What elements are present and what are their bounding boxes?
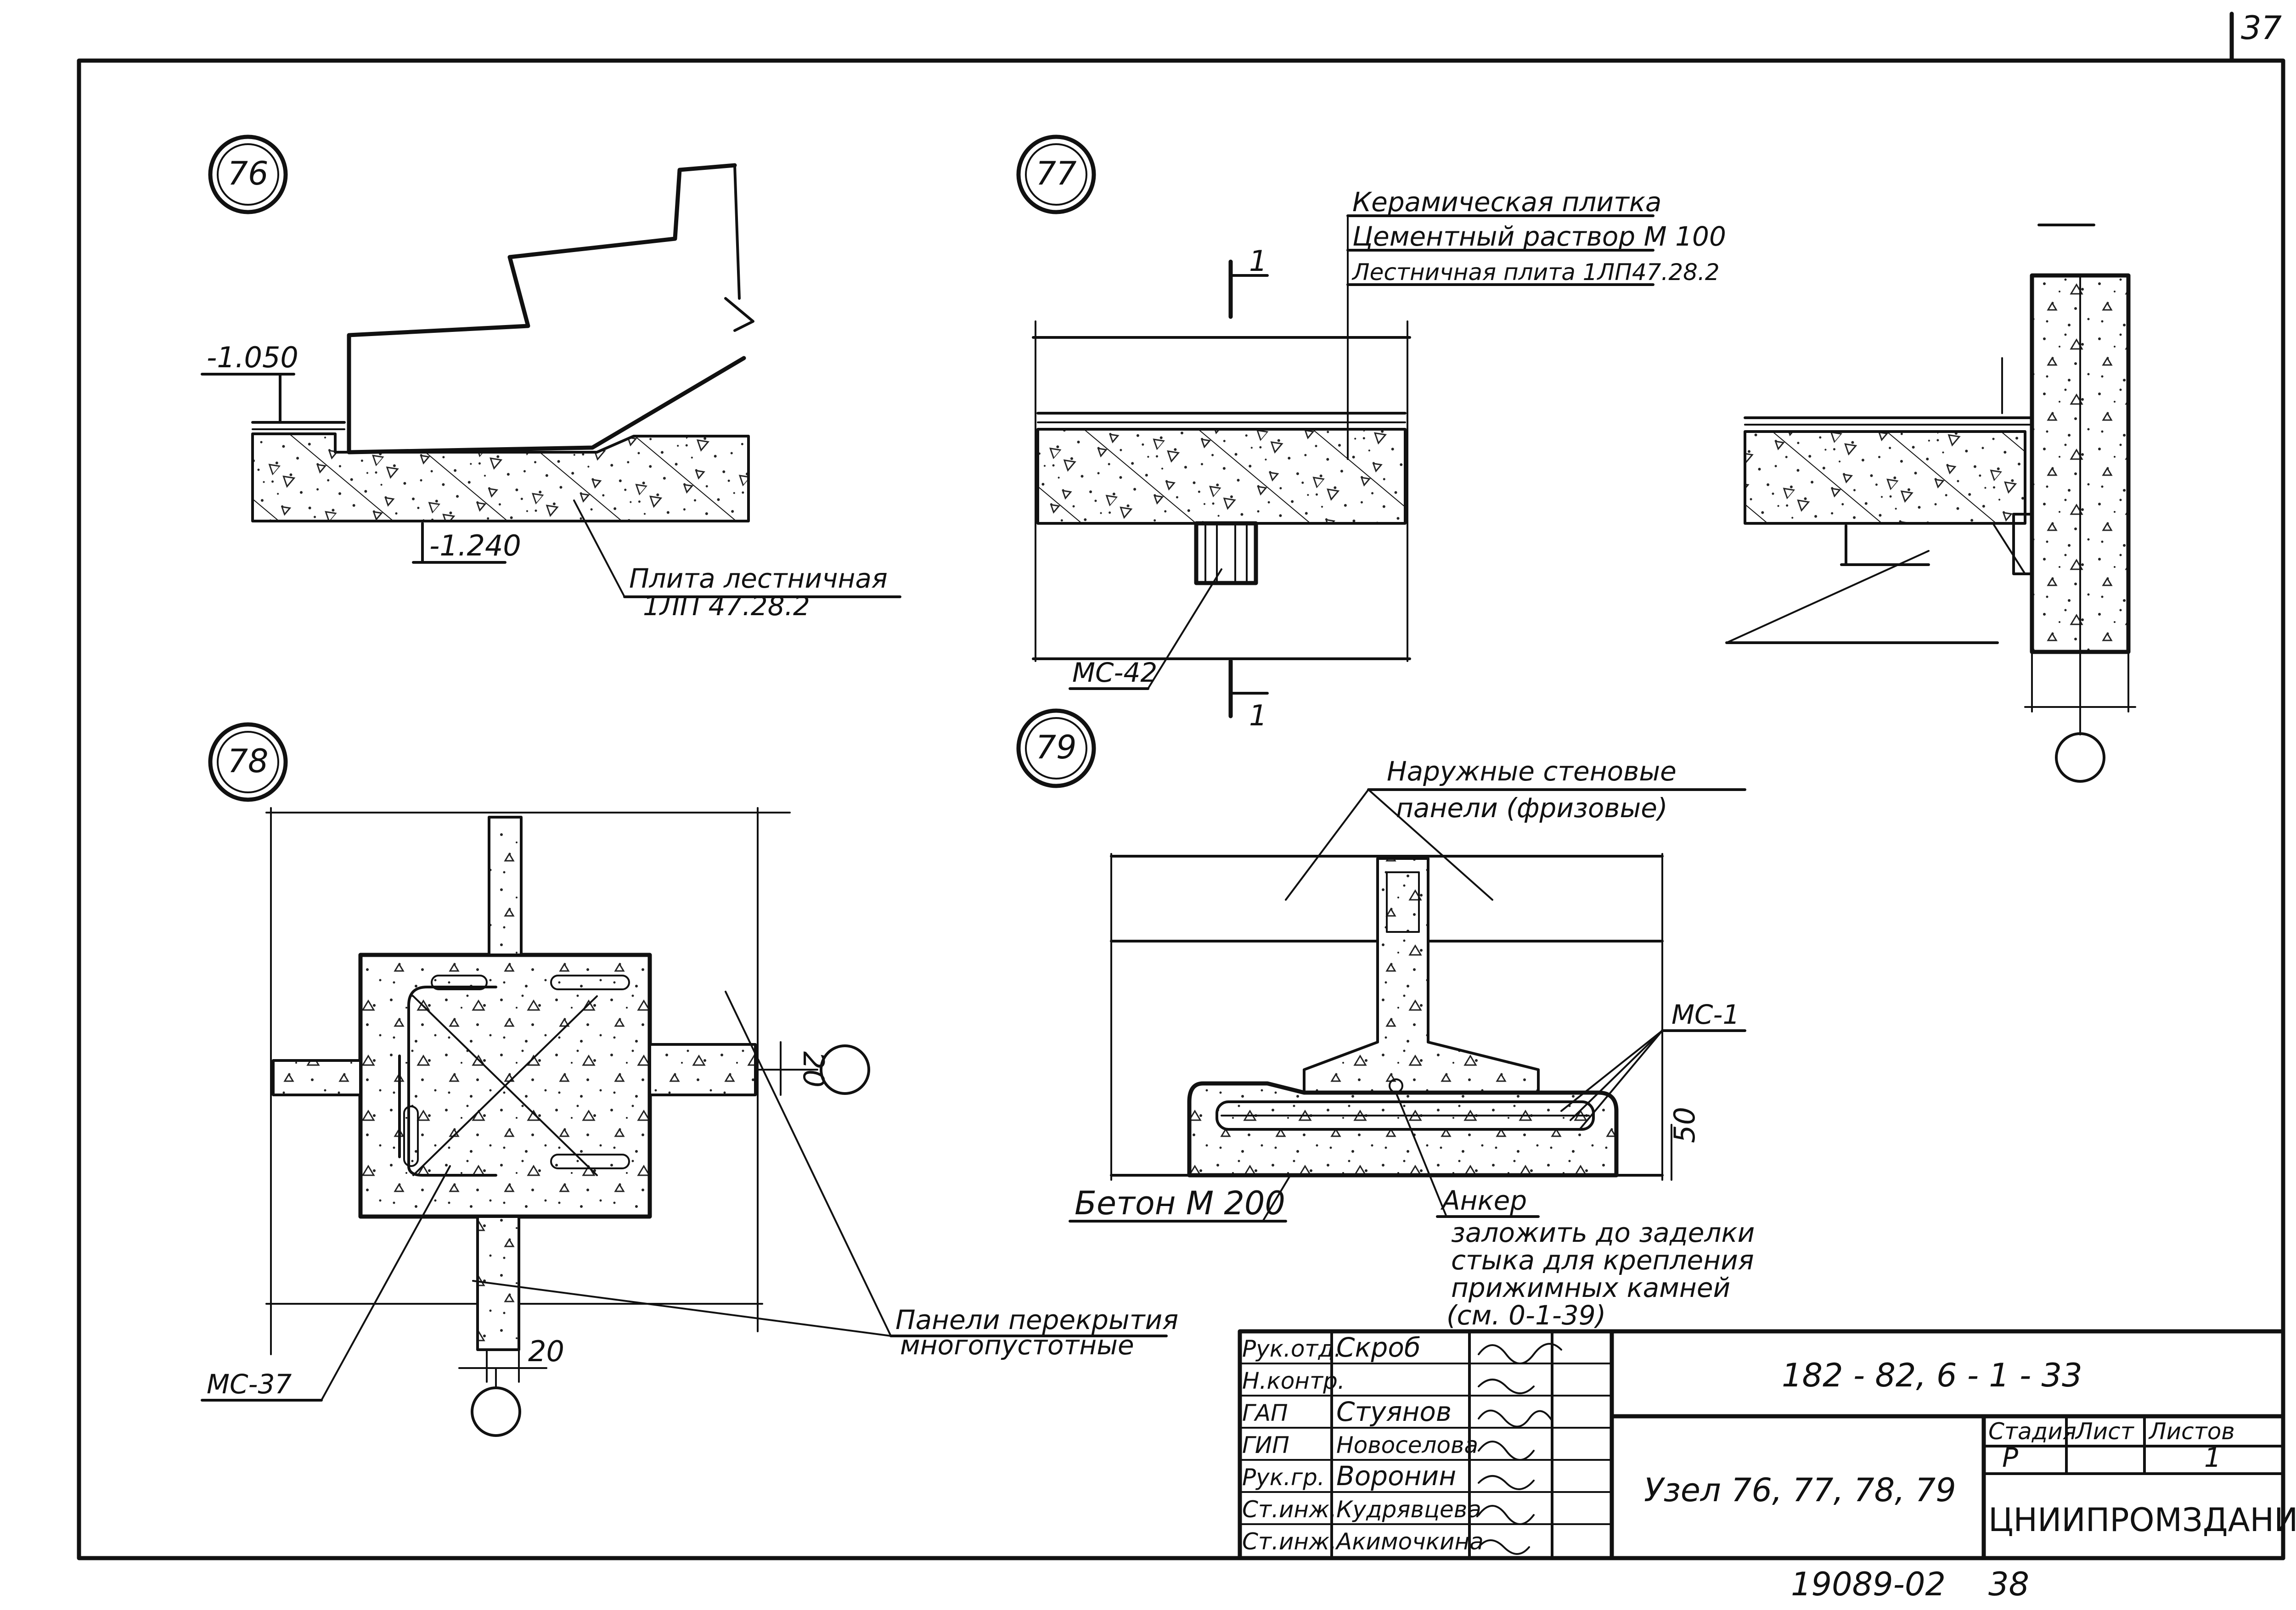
node-76-floor-slab bbox=[251, 432, 750, 522]
role-6: Ст.инж. bbox=[1242, 1496, 1337, 1523]
node-77-number: 77 bbox=[1035, 155, 1076, 192]
sheets-value: 1 bbox=[2204, 1442, 2221, 1473]
node-79-marker bbox=[1016, 708, 1096, 788]
node-78: 78 20 20 МС-37 bbox=[201, 722, 1178, 1437]
sheet-frame bbox=[77, 58, 2285, 1560]
signature-marks bbox=[1478, 1343, 1562, 1555]
node-76-number: 76 bbox=[227, 155, 268, 192]
node-79-number: 79 bbox=[1035, 729, 1076, 766]
role-5: Рук.гр. bbox=[1242, 1464, 1325, 1491]
role-4: ГИП bbox=[1242, 1432, 1289, 1459]
node-76-level-top: -1.050 bbox=[207, 341, 298, 374]
project-code: 182 - 82, 6 - 1 - 33 bbox=[1782, 1357, 2082, 1394]
node-78-axis-marker-bottom bbox=[471, 1386, 521, 1437]
name-4: Новоселова bbox=[1336, 1432, 1478, 1459]
role-3: ГАП bbox=[1242, 1400, 1288, 1426]
node-78-dim-bottom: 20 bbox=[528, 1335, 564, 1368]
node-76-plate-mark: 1ЛП 47.28.2 bbox=[643, 590, 810, 622]
node-77-layer-2: Цементный раствор М 100 bbox=[1352, 221, 1726, 252]
role-7: Ст.инж. bbox=[1242, 1528, 1337, 1555]
stage-label: Стадия bbox=[1988, 1418, 2077, 1445]
organization: ЦНИИПРОМЗДАНИЙ bbox=[1988, 1501, 2296, 1539]
name-6: Кудрявцева bbox=[1336, 1496, 1481, 1523]
node-79: 79 Наружные стеновые панели (фризовые) М… bbox=[1016, 708, 1755, 1331]
sheet-label: Лист bbox=[2075, 1418, 2135, 1445]
node-77: 77 1 1 Керамическая плитка Цементный рас… bbox=[1016, 135, 1726, 732]
node-78-panel-top bbox=[488, 816, 523, 956]
section-mark-bottom: 1 bbox=[1249, 699, 1267, 732]
node-79-concrete-label: Бетон М 200 bbox=[1075, 1184, 1285, 1222]
sheets-label: Листов bbox=[2148, 1418, 2235, 1445]
node-79-panels-label-1: Наружные стеновые bbox=[1387, 756, 1677, 787]
name-7: Акимочкина bbox=[1335, 1528, 1484, 1555]
node-77-embedded-part bbox=[1194, 521, 1258, 585]
node-76-marker bbox=[208, 135, 288, 214]
node-78-marker bbox=[208, 722, 288, 802]
section-axis-marker bbox=[2055, 732, 2105, 783]
node-78-number: 78 bbox=[227, 742, 268, 780]
node-77-slab bbox=[1036, 428, 1407, 525]
node-79-anchor-title: Анкер bbox=[1440, 1185, 1527, 1216]
node-76-level-bottom: -1.240 bbox=[429, 529, 521, 562]
node-78-embedded-label: МС-37 bbox=[207, 1369, 292, 1400]
bottom-right-number: 38 bbox=[1988, 1565, 2029, 1603]
node-79-embedded-label: МС-1 bbox=[1671, 999, 1739, 1030]
name-5: Воронин bbox=[1336, 1460, 1456, 1492]
bottom-left-code: 19089-02 bbox=[1791, 1565, 1946, 1603]
node-77-marker bbox=[1016, 135, 1096, 214]
name-3: Стуянов bbox=[1336, 1396, 1452, 1427]
node-77-layer-1: Керамическая плитка bbox=[1352, 186, 1661, 218]
node-79-anchor-2: стыка для крепления bbox=[1451, 1245, 1754, 1276]
node-78-panel-right bbox=[648, 1043, 757, 1096]
role-1: Рук.отд. bbox=[1242, 1335, 1341, 1362]
sheet-title: Узел 76, 77, 78, 79 bbox=[1644, 1471, 1956, 1509]
page-number: 37 bbox=[2241, 9, 2282, 47]
node-77-layer-3: Лестничная плита 1ЛП47.28.2 bbox=[1351, 259, 1720, 286]
section-slab bbox=[1744, 430, 2026, 525]
node-76: 76 -1.050 -1.240 Плита лестничная 1ЛП 47… bbox=[201, 135, 901, 622]
node-76-plate-label: Плита лестничная bbox=[629, 563, 888, 594]
node-78-axis-marker-right bbox=[820, 1044, 870, 1095]
section-mark-top: 1 bbox=[1249, 244, 1267, 278]
title-block: 182 - 82, 6 - 1 - 33 Рук.отд. Скроб Н.ко… bbox=[1238, 1329, 2296, 1560]
node-77-embedded-label: МС-42 bbox=[1072, 657, 1157, 688]
node-79-anchor-3: прижимных камней bbox=[1451, 1272, 1730, 1303]
node-78-panels-label-2: многопустотные bbox=[900, 1330, 1134, 1361]
node-79-anchor-1: заложить до заделки bbox=[1451, 1217, 1755, 1248]
section-1-1 bbox=[1725, 224, 2136, 783]
node-79-joint-column bbox=[1303, 857, 1540, 1094]
node-78-panel-left bbox=[272, 1059, 362, 1096]
stage-value: Р bbox=[2002, 1442, 2018, 1473]
name-1: Скроб bbox=[1336, 1332, 1421, 1363]
node-78-panels-label-1: Панели перекрытия bbox=[895, 1304, 1178, 1335]
node-79-panels-label-2: панели (фризовые) bbox=[1396, 792, 1668, 824]
node-79-dim-50: 50 bbox=[1668, 1107, 1701, 1143]
role-2: Н.контр. bbox=[1242, 1368, 1345, 1394]
node-76-stair-flight bbox=[347, 163, 737, 454]
node-79-anchor-4: (см. 0-1-39) bbox=[1446, 1300, 1606, 1331]
